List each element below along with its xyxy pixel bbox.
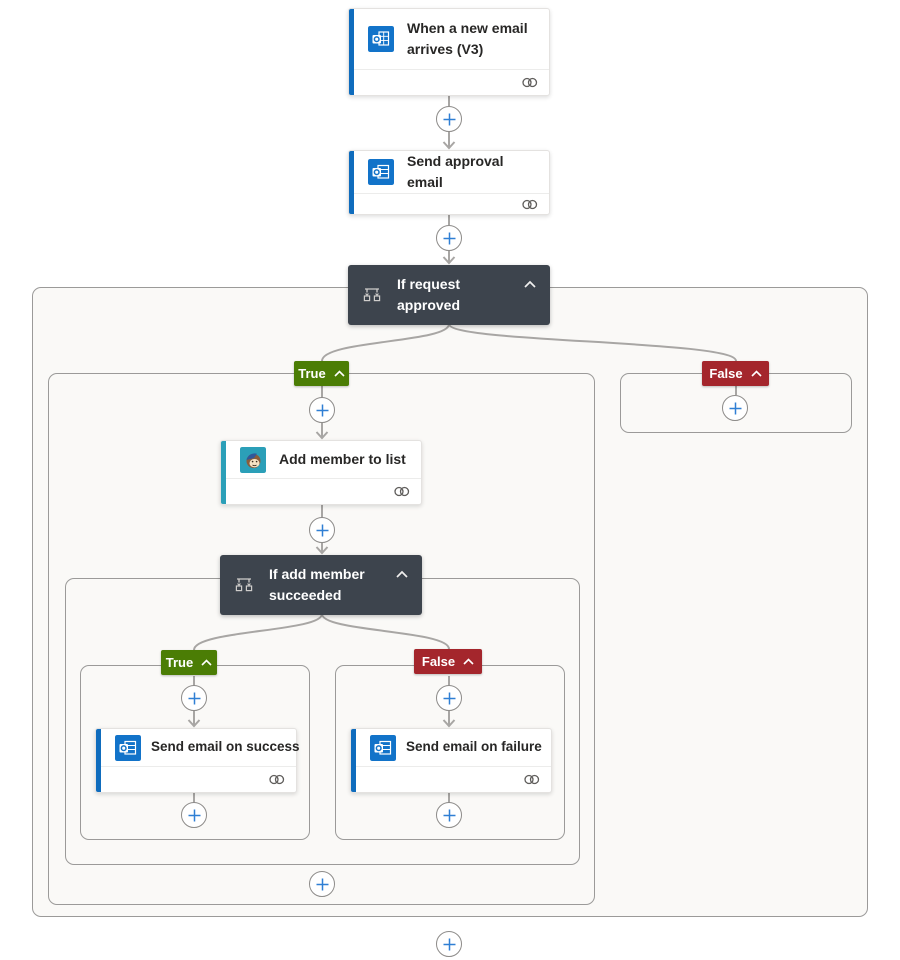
condition-icon xyxy=(235,578,253,592)
outlook-approval-icon xyxy=(368,159,394,185)
badge-label: True xyxy=(298,366,326,381)
badge-label: True xyxy=(165,655,194,670)
outlook-icon xyxy=(370,734,396,761)
badge-label: False xyxy=(709,366,743,381)
mailchimp-icon xyxy=(240,446,266,473)
insert-step-button[interactable] xyxy=(181,802,207,828)
outlook-icon xyxy=(368,26,394,52)
connection-link-icon xyxy=(524,774,540,785)
connection-link-icon xyxy=(522,199,538,209)
insert-step-button[interactable] xyxy=(436,802,462,828)
action-card-send-email-on-success[interactable]: Send email on success xyxy=(95,728,300,793)
card-footer xyxy=(349,193,549,214)
card-body: Send email on success xyxy=(96,729,300,766)
card-body: Send email on failure xyxy=(351,729,551,766)
connection-link-icon xyxy=(269,774,285,785)
card-accent-bar xyxy=(96,729,101,792)
insert-step-button[interactable] xyxy=(436,225,462,251)
insert-step-button[interactable] xyxy=(436,106,462,132)
card-title: If add member succeeded xyxy=(269,566,365,603)
action-card-send-email-on-failure[interactable]: Send email on failure xyxy=(350,728,552,793)
card-body: Add member to list xyxy=(221,441,421,478)
false-badge-outer[interactable]: False xyxy=(702,361,769,386)
chevron-up-icon xyxy=(201,659,212,666)
card-accent-bar xyxy=(351,729,356,792)
insert-step-button[interactable] xyxy=(309,397,335,423)
insert-step-button[interactable] xyxy=(436,685,462,711)
card-body: When a new email arrives (V3) xyxy=(349,9,549,69)
action-card-add-member-to-list[interactable]: Add member to list xyxy=(220,440,422,505)
condition-icon xyxy=(363,288,381,302)
card-title: Send approval email xyxy=(407,153,504,190)
card-title: Add member to list xyxy=(279,451,406,467)
action-card-send-approval-email[interactable]: Send approval email xyxy=(348,150,550,215)
condition-card-if-add-member-succeeded[interactable]: If add member succeeded xyxy=(220,555,422,615)
card-accent-bar xyxy=(221,441,226,504)
card-body: Send approval email xyxy=(349,151,549,193)
chevron-up-icon xyxy=(751,370,762,377)
outlook-icon xyxy=(115,734,141,761)
card-title: If request approved xyxy=(397,276,461,313)
card-accent-bar xyxy=(349,9,354,95)
insert-step-button[interactable] xyxy=(309,517,335,543)
card-footer xyxy=(351,766,551,792)
true-badge-inner[interactable]: True xyxy=(161,650,217,675)
badge-label: False xyxy=(421,654,456,669)
chevron-up-icon[interactable] xyxy=(395,566,409,584)
card-footer xyxy=(96,766,296,792)
connection-link-icon xyxy=(394,486,410,497)
condition-card-if-request-approved[interactable]: If request approved xyxy=(348,265,550,325)
card-title: Send email on failure xyxy=(406,739,542,755)
insert-step-button[interactable] xyxy=(436,931,462,957)
connection-link-icon xyxy=(522,77,538,88)
card-footer xyxy=(221,478,421,504)
insert-step-button[interactable] xyxy=(722,395,748,421)
insert-step-button[interactable] xyxy=(309,871,335,897)
true-badge-outer[interactable]: True xyxy=(294,361,349,386)
chevron-up-icon[interactable] xyxy=(523,276,537,294)
card-accent-bar xyxy=(349,151,354,214)
false-badge-inner[interactable]: False xyxy=(414,649,482,674)
chevron-up-icon xyxy=(463,658,474,665)
card-title: Send email on success xyxy=(151,739,300,755)
card-footer xyxy=(349,69,549,95)
card-title: When a new email arrives (V3) xyxy=(407,20,528,57)
chevron-up-icon xyxy=(334,370,345,377)
insert-step-button[interactable] xyxy=(181,685,207,711)
trigger-card-when-new-email-arrives[interactable]: When a new email arrives (V3) xyxy=(348,8,550,96)
